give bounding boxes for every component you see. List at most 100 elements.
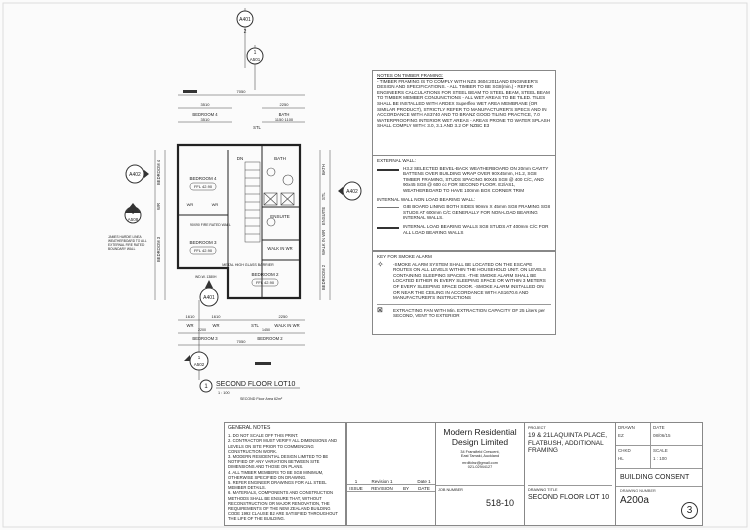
svg-text:1: 1 — [198, 355, 201, 360]
svg-text:STL: STL — [253, 125, 261, 130]
svg-text:BEDROOM 3: BEDROOM 3 — [189, 240, 217, 245]
svg-text:WALK IN WR: WALK IN WR — [267, 246, 292, 251]
non-load-wall-body: GIB BOARD LINING BOTH SIDES 90mm X 45mm … — [403, 204, 551, 221]
svg-text:A501: A501 — [250, 57, 261, 62]
company-name: Modern Residential Design Limited — [443, 427, 517, 447]
svg-text:A502: A502 — [194, 362, 205, 367]
drawn-label: DRAWN — [618, 425, 635, 430]
svg-text:FFL 42.90: FFL 42.90 — [194, 248, 213, 253]
job-number: 518-10 — [485, 498, 514, 508]
svg-text:BEDROOM 3: BEDROOM 3 — [192, 336, 218, 341]
company-address: 34 Fransfield Crescent, — [460, 450, 500, 454]
general-note: 2. CONTRACTOR MUST VERIFY ALL DIMENSIONS… — [228, 438, 337, 454]
svg-text:2200: 2200 — [198, 328, 206, 332]
svg-text:BEDROOM 2: BEDROOM 2 — [321, 264, 326, 290]
svg-text:ENSUITE: ENSUITE — [321, 207, 326, 225]
section-marker: A401 — [199, 280, 219, 307]
svg-text:SECOND FLOOR LOT10: SECOND FLOOR LOT10 — [216, 381, 295, 388]
general-notes: GENERAL NOTES 1. DO NOT SCALE OFF THIS P… — [224, 422, 346, 526]
svg-text:A401: A401 — [239, 17, 251, 23]
svg-text:2: 2 — [244, 29, 247, 35]
section-marker: A402 — [125, 164, 149, 184]
svg-text:BEDROOM 4: BEDROOM 4 — [189, 176, 217, 181]
svg-text:BEDROOM 3: BEDROOM 3 — [156, 236, 161, 262]
rev-by — [399, 479, 413, 484]
section-marker: 1 A502 — [184, 300, 209, 380]
revision-circle: 3 — [681, 502, 698, 519]
svg-text:1: 1 — [204, 384, 208, 390]
job-number-label: JOB NUMBER — [438, 488, 463, 492]
svg-text:3510: 3510 — [201, 102, 211, 107]
company-phone: 021-02944127 — [467, 465, 493, 469]
rev-revision: Revision 1 — [371, 479, 393, 484]
svg-text:BEDROOM 2: BEDROOM 2 — [251, 272, 279, 277]
load-wall-body: INTERNAL LOAD BEARING WALLS SG8 STUDS AT… — [403, 223, 549, 235]
svg-text:METAL HIGH GLASS BARRIER: METAL HIGH GLASS BARRIER — [222, 263, 274, 267]
svg-text:WALK IN WR: WALK IN WR — [321, 230, 326, 255]
drawing-number-label: DRAWING NUMBER — [620, 489, 656, 493]
section-marker: A401 2 — [236, 8, 254, 68]
svg-text:STL: STL — [251, 323, 259, 328]
svg-text:WR: WR — [187, 202, 194, 207]
svg-text:BEDROOM 4: BEDROOM 4 — [192, 112, 218, 117]
smoke-alarm-icon: ✧ — [377, 259, 384, 269]
svg-text:ENSUITE: ENSUITE — [270, 214, 290, 219]
svg-text:1: 1 — [254, 50, 257, 56]
rev-header: DATE — [418, 486, 430, 491]
rev-header: REVISION — [371, 486, 393, 491]
checked-by: HL — [618, 456, 624, 461]
svg-text:2250: 2250 — [280, 102, 290, 107]
svg-text:BATH: BATH — [321, 164, 326, 175]
svg-text:BEDROOM 4: BEDROOM 4 — [156, 159, 161, 185]
drawing-title-label: DRAWING TITLE — [528, 488, 558, 492]
status-label: BUILDING CONSENT — [616, 469, 702, 487]
general-note: 3. MODERN RESIDENTIAL DESIGN LIMITED TO … — [228, 454, 329, 470]
svg-text:3510: 3510 — [201, 117, 211, 122]
rev-header: ISSUE — [349, 486, 363, 491]
svg-text:1150 1100: 1150 1100 — [275, 117, 294, 122]
svg-text:90X90 FIRE RATED WALL: 90X90 FIRE RATED WALL — [190, 223, 231, 227]
section-marker: A402 — [338, 181, 362, 201]
svg-text:SECOND Floor Area 62m²: SECOND Floor Area 62m² — [240, 397, 283, 401]
svg-text:FFL 42.90: FFL 42.90 — [194, 184, 213, 189]
svg-text:BATH: BATH — [274, 156, 286, 161]
svg-text:2250: 2250 — [279, 314, 289, 319]
rev-date: Date 1 — [417, 479, 431, 484]
svg-text:1610: 1610 — [186, 314, 196, 319]
wall-notes: EXTERNAL WALL: H3.2 SELECTED BEVEL-BACK … — [372, 155, 556, 251]
boundary-wall-note: JAMES HARDIE LINEA WEATHERBOARD TO ALL E… — [108, 235, 147, 251]
svg-text:A402: A402 — [129, 172, 141, 178]
svg-text:WR: WR — [212, 202, 219, 207]
svg-text:A508: A508 — [128, 217, 139, 222]
svg-text:FFL 42.90: FFL 42.90 — [256, 280, 275, 285]
svg-text:BEDROOM 2: BEDROOM 2 — [257, 336, 283, 341]
company-email: mrdltdnz@gmail.com — [462, 461, 498, 465]
checked-label: CHKD — [618, 448, 631, 453]
general-note: 5. REFER ENGINEER DRAWINGS FOR ALL STEEL… — [228, 480, 327, 491]
drawing-number: A200a — [620, 495, 649, 506]
section-marker: 1 A508 — [124, 203, 142, 224]
drawing-scale: 1 : 100 — [653, 456, 667, 461]
smoke-body: -SMOKE ALARM SYSTEM SHALL BE LOCATED ON … — [393, 261, 546, 301]
svg-text:A402: A402 — [346, 189, 358, 195]
svg-text:STL: STL — [321, 192, 326, 200]
svg-text:1 : 100: 1 : 100 — [218, 391, 230, 395]
svg-text:1610: 1610 — [212, 314, 222, 319]
project-name: 19 & 21LAQUINTA PLACE, FLATBUSH, ADDITIO… — [528, 432, 607, 454]
date-label: DATE — [653, 425, 665, 430]
general-note: 6. MATERIALS, COMPONENTS AND CONSTRUCTIO… — [228, 490, 338, 522]
non-load-wall-swatch — [377, 207, 399, 209]
svg-text:WR: WR — [213, 323, 220, 328]
svg-text:BATH: BATH — [279, 112, 290, 117]
fan-body: EXTRACTING FAN WITH Min. EXTRACTION CAPA… — [393, 307, 545, 319]
extract-fan-icon: ⊠ — [377, 306, 383, 314]
scale-label: SCALE — [653, 448, 668, 453]
notes-body: - TIMBER FRAMING IS TO COMPLY WITH NZS 3… — [377, 78, 551, 129]
internal-wall-heading: INTERNAL WALL NON LOAD BEARING WALL: — [377, 196, 476, 202]
svg-text:7050: 7050 — [237, 89, 247, 94]
project-block: PROJECT 19 & 21LAQUINTA PLACE, FLATBUSH,… — [524, 422, 616, 526]
svg-text:1450: 1450 — [262, 328, 270, 332]
